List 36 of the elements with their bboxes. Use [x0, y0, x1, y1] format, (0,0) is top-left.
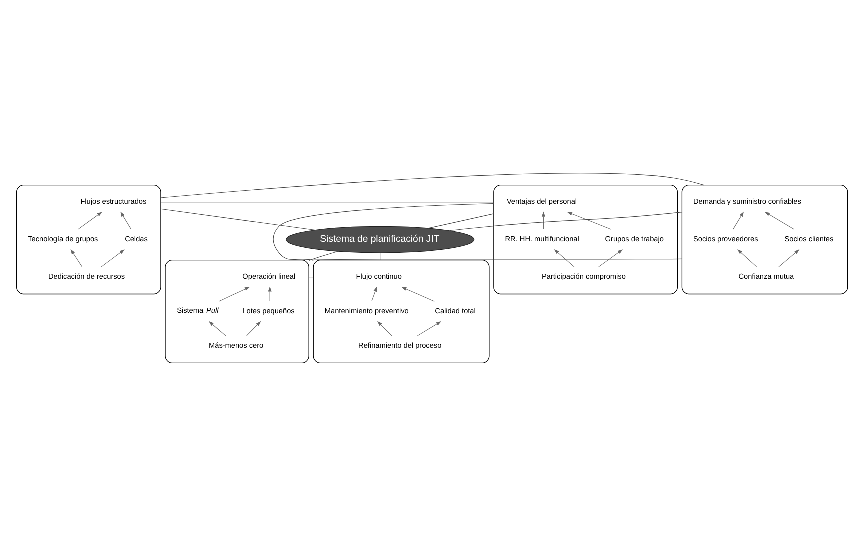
connector — [308, 251, 338, 261]
arrow — [738, 250, 758, 268]
arrow — [218, 287, 250, 302]
arrow — [372, 286, 378, 302]
connector — [380, 252, 381, 261]
connector — [160, 208, 316, 231]
arrow — [78, 212, 102, 230]
connector — [428, 214, 494, 229]
cluster — [16, 185, 162, 295]
arrow — [378, 321, 392, 336]
connector — [308, 258, 682, 261]
node-ellipse: Sistema de planificación JIT — [286, 226, 475, 254]
arrow — [246, 321, 262, 336]
arrow — [764, 212, 795, 230]
arrow — [567, 212, 612, 230]
arrow — [733, 212, 744, 230]
arrow — [268, 286, 272, 302]
arrow — [208, 321, 226, 336]
connector — [449, 212, 682, 232]
arrow — [554, 250, 575, 268]
connector — [273, 203, 494, 261]
arrow — [542, 212, 546, 230]
cluster — [682, 185, 848, 295]
arrow — [778, 250, 800, 268]
arrow — [417, 322, 442, 336]
arrow — [402, 287, 435, 302]
cluster — [494, 185, 678, 295]
arrow — [101, 250, 125, 268]
arrow — [70, 249, 83, 268]
cluster — [313, 260, 490, 364]
arrow — [120, 212, 132, 230]
cluster — [165, 260, 310, 364]
connector — [160, 202, 494, 203]
arrow — [598, 250, 624, 268]
connector — [308, 277, 314, 278]
connector — [160, 173, 704, 198]
